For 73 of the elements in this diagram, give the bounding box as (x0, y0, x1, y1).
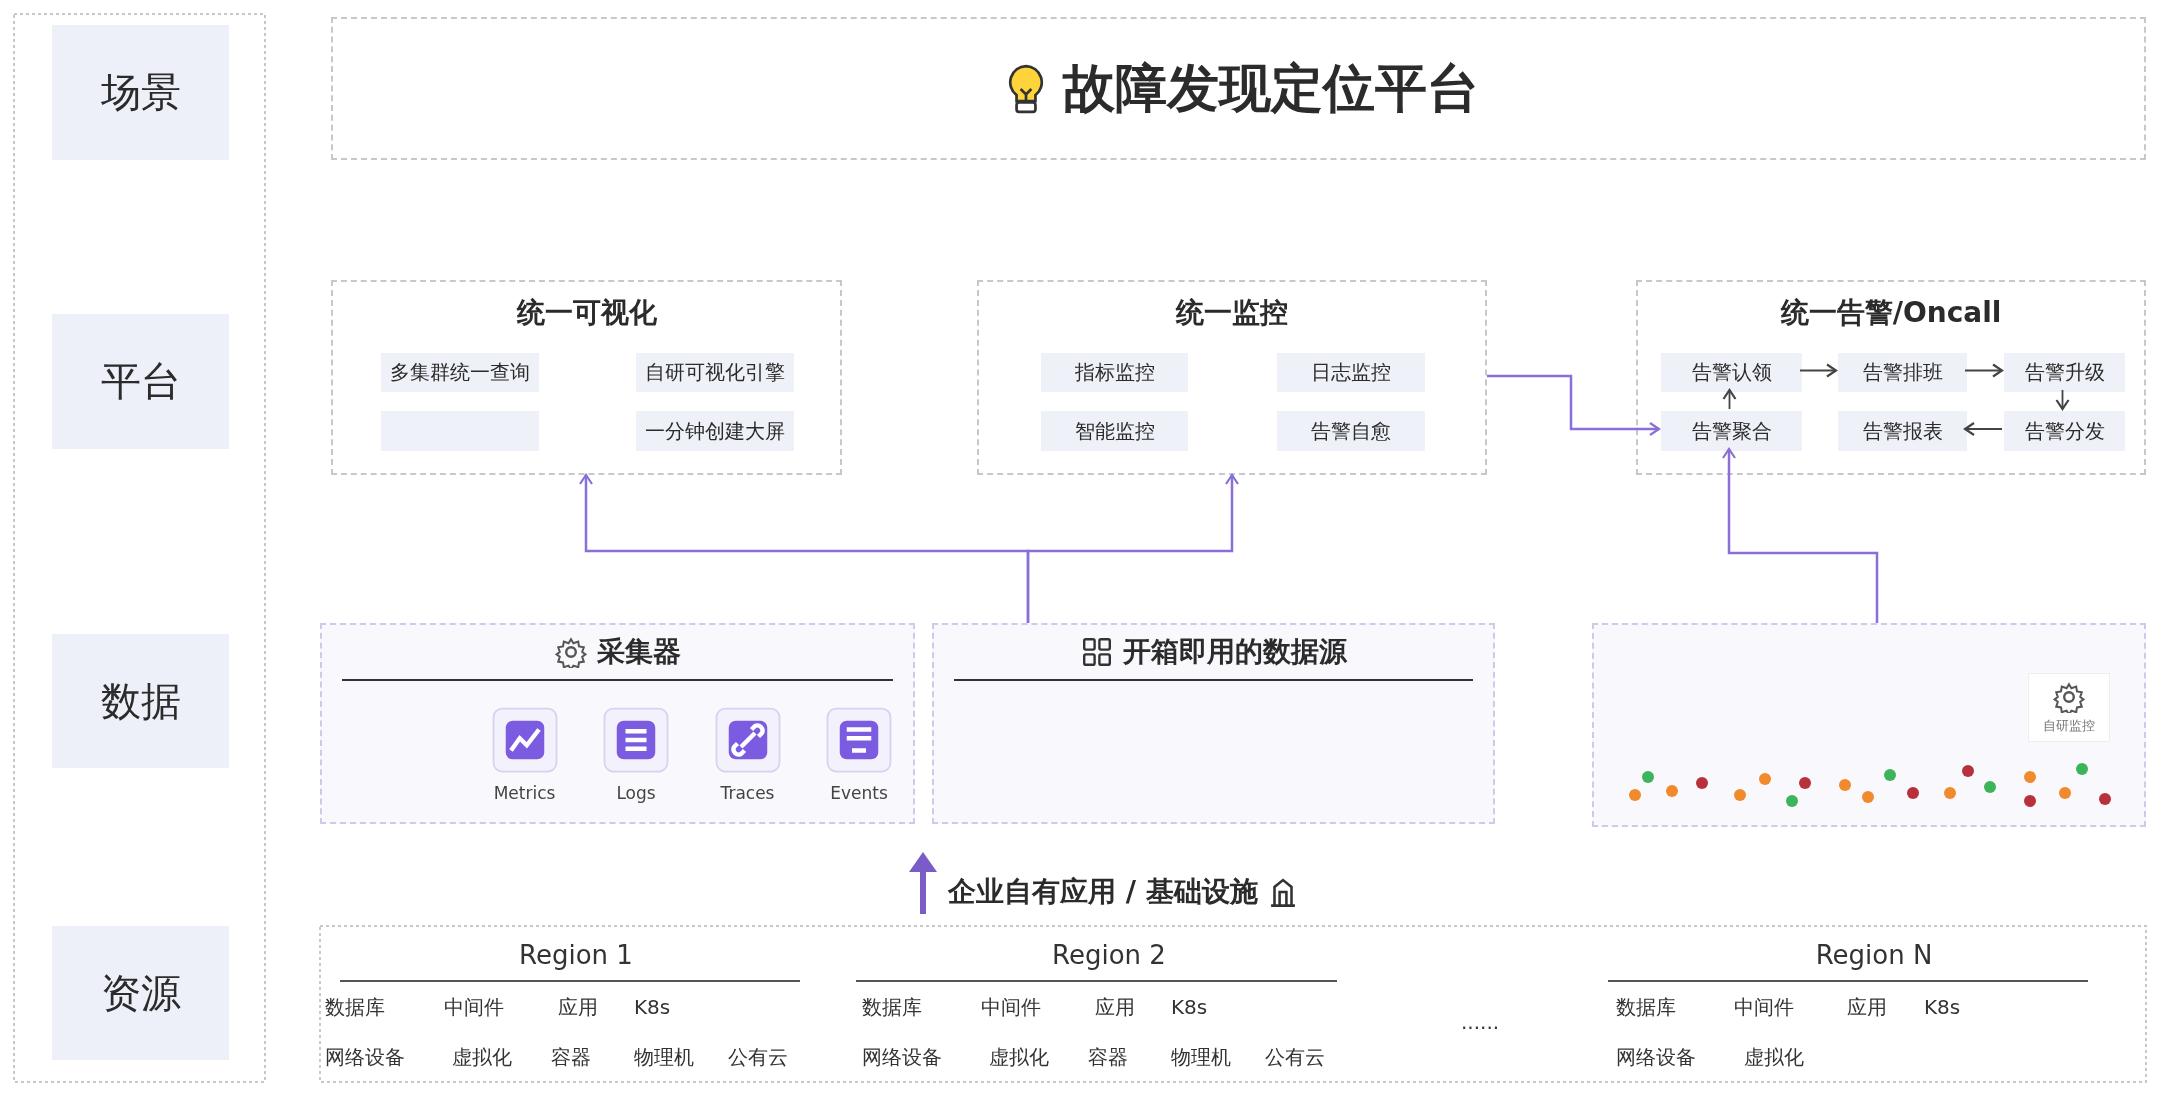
tile-label: 自研监控 (2043, 716, 2095, 735)
resource-label: 中间件 (444, 993, 504, 1021)
layer-label: 场景 (52, 25, 229, 160)
group-heading: 统一告警/Oncall (1780, 295, 2002, 331)
resource-label: 应用 (1095, 993, 1135, 1021)
data-panel (320, 623, 915, 824)
arrow (1487, 374, 1661, 437)
group-panel (977, 280, 1487, 475)
resource-label: 网络设备 (325, 1043, 405, 1071)
source-tile (2028, 673, 2110, 742)
tile-label: Events (830, 783, 888, 803)
group-heading: 统一监控 (1176, 295, 1288, 331)
resource-label: 应用 (1847, 993, 1887, 1021)
arrow (2055, 389, 2070, 411)
tile-label: Traces (720, 783, 775, 803)
resource-label: 虚拟化 (989, 1043, 1049, 1071)
resource-label: K8s (1924, 995, 1961, 1019)
resource-label: 公有云 (728, 1043, 788, 1071)
layer-label: 资源 (52, 926, 229, 1060)
region-heading: Region 1 (519, 940, 633, 970)
feature-tag: 告警分发 (2004, 411, 2125, 451)
title-text: 故障发现定位平台 (1062, 56, 1479, 120)
resource-label: 网络设备 (1616, 1043, 1696, 1071)
feature-tag: 告警聚合 (1661, 411, 1802, 451)
group-panel (1636, 280, 2146, 475)
panel-heading: 采集器 (596, 634, 681, 670)
arrow (1722, 388, 1737, 410)
resource-label: K8s (1171, 995, 1208, 1019)
resource-label: 容器 (1088, 1043, 1128, 1071)
resource-label: 数据库 (1616, 993, 1676, 1021)
arrow (1799, 363, 1838, 378)
resource-label: 物理机 (634, 1043, 694, 1071)
arrow (1026, 473, 1240, 623)
resource-label: ...... (1461, 1010, 1500, 1034)
resource-label: 虚拟化 (1744, 1043, 1804, 1071)
resource-label: 网络设备 (862, 1043, 942, 1071)
feature-tag: 告警升级 (2004, 353, 2125, 392)
resource-label: 数据库 (325, 993, 385, 1021)
feature-tag: 多集群统一查询 (381, 353, 539, 392)
feature-tag: 告警自愈 (1277, 411, 1425, 451)
region-heading: Region 2 (1052, 940, 1166, 970)
tile-label: Logs (616, 783, 656, 803)
feature-tag: 一分钟创建大屏 (636, 411, 794, 451)
arrow (1721, 447, 1879, 623)
tile-label: Metrics (493, 783, 556, 803)
group-panel (331, 280, 842, 475)
title-panel (331, 17, 2146, 160)
feature-tag: 日志监控 (1277, 353, 1425, 392)
resource-label: K8s (634, 995, 671, 1019)
resource-label: 容器 (551, 1043, 591, 1071)
feature-tag: 告警报表 (1838, 411, 1967, 451)
layer-caption: 企业自有应用 / 基础设施 (948, 873, 1258, 910)
resource-label: 数据库 (862, 993, 922, 1021)
layer-label: 数据 (52, 634, 229, 768)
layer-label: 平台 (52, 314, 229, 449)
feature-tag: 智能监控 (1041, 411, 1188, 451)
data-panel (932, 623, 1495, 824)
resource-label: 虚拟化 (452, 1043, 512, 1071)
feature-tag: 自研可视化引擎 (636, 353, 794, 392)
resource-label: 物理机 (1171, 1043, 1231, 1071)
data-panel (1592, 623, 2146, 827)
resource-label: 应用 (558, 993, 598, 1021)
panel-heading: 开箱即用的数据源 (1122, 634, 1347, 670)
arrow (1963, 421, 2003, 437)
region-heading: Region N (1815, 940, 1933, 970)
feature-tag: 指标监控 (1041, 353, 1188, 392)
resource-label: 中间件 (981, 993, 1041, 1021)
feature-tag: 告警认领 (1661, 353, 1802, 392)
group-heading: 统一可视化 (516, 295, 657, 331)
resource-label: 公有云 (1265, 1043, 1325, 1071)
arrow (1964, 363, 2004, 378)
resource-label: 中间件 (1734, 993, 1794, 1021)
feature-tag: 告警排班 (1838, 353, 1967, 392)
